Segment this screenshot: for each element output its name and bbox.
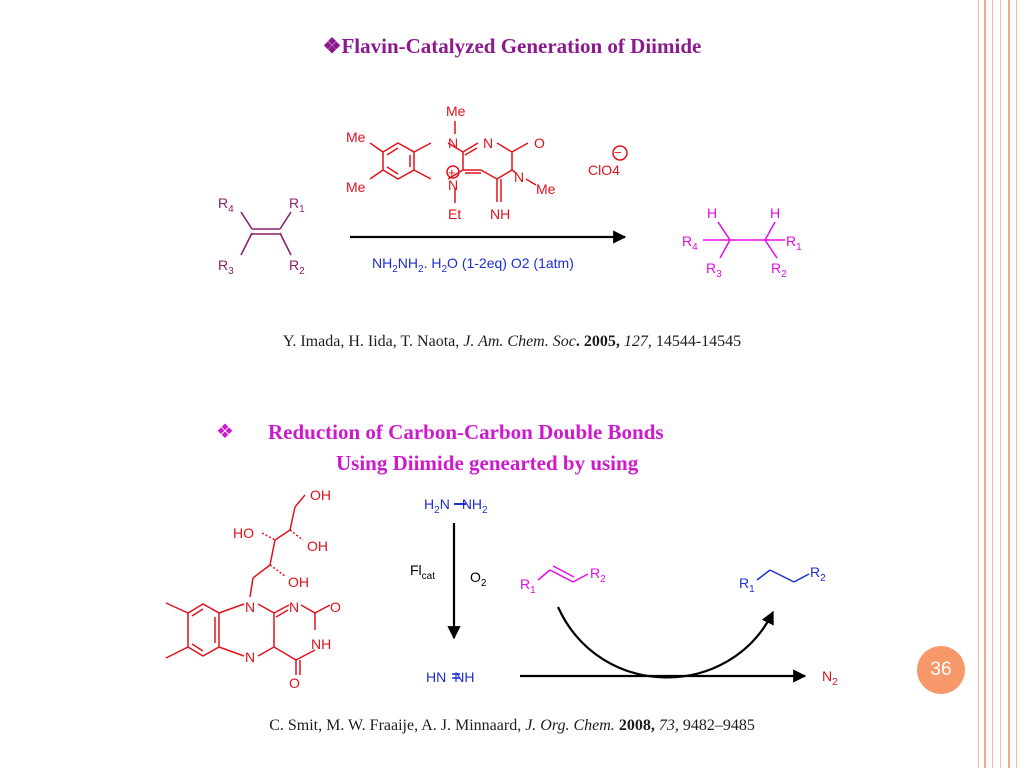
alkene-r2: R2 (590, 565, 606, 585)
catalyst-me-left1: Me (346, 129, 366, 145)
flavin-n2: N (289, 599, 299, 615)
product-r3: R3 (706, 260, 722, 280)
catalyst-n2: N (483, 135, 493, 151)
alkane-product: R1 R2 (739, 564, 826, 595)
product-r1: R1 (786, 233, 802, 253)
minus-charge-icon: − (614, 145, 622, 160)
substrate-r3: R3 (218, 257, 234, 277)
product-r2: R2 (771, 260, 787, 280)
flavin-oh1: OH (310, 487, 331, 503)
product-alkane: H H R4 R1 R3 R2 (682, 205, 802, 280)
section-heading-line1: Reduction of Carbon-Carbon Double Bonds (268, 420, 664, 444)
page-number-badge: 36 (917, 646, 965, 694)
flavin-nh: NH (311, 636, 331, 652)
catalyst-me-right: Me (536, 181, 556, 197)
flavin-o2: O (289, 675, 300, 691)
flavin-n1: N (245, 599, 255, 615)
alkane-r1: R1 (739, 575, 755, 595)
svg-text:+: + (448, 165, 456, 180)
citation-2: C. Smit, M. W. Fraaije, A. J. Minnaard, … (269, 717, 755, 734)
catalyst-o: O (534, 135, 545, 151)
counterion-label: ClO4 (588, 162, 620, 178)
catalyst-nh: NH (490, 206, 510, 222)
catalyst-me-left2: Me (346, 179, 366, 195)
catalyst-me-top: Me (446, 103, 466, 119)
flavin-ho: HO (233, 525, 254, 541)
flavin-n3: N (245, 649, 255, 665)
section-heading-line2: Using Diimide genearted by using (336, 451, 639, 475)
nitrogen-label: N2 (822, 668, 838, 688)
curved-arrow (556, 606, 774, 679)
flavin-oh2: OH (307, 538, 328, 554)
flavin-o1: O (330, 599, 341, 615)
substrate-alkene: R4 R1 R3 R2 (218, 195, 305, 277)
alkene-r1: R1 (520, 576, 536, 596)
substrate-r2: R2 (289, 257, 305, 277)
product-r4: R4 (682, 233, 698, 253)
perchlorate-counterion: − ClO4 (588, 145, 628, 178)
alkane-r2: R2 (810, 564, 826, 584)
alkene-substrate: R1 R2 (520, 565, 606, 596)
catalyst-n3: N (514, 169, 524, 185)
plus-charge-icon: + (446, 165, 460, 180)
catalyst-et: Et (448, 206, 461, 222)
product-h1: H (707, 205, 717, 221)
title-bullet-icon: ❖ (322, 34, 342, 58)
reaction-conditions: NH2NH2. H2O (1-2eq) O2 (1atm) (372, 255, 574, 275)
slide-title: ❖Flavin-Catalyzed Generation of Diimide (322, 34, 702, 58)
oxygen-label: O2 (470, 569, 487, 589)
flavin-catalyst-label: Flcat (410, 562, 435, 582)
catalyst-n5: N (448, 177, 458, 193)
catalyst-n1: N (448, 135, 458, 151)
riboflavin-structure: OH HO OH OH N N N NH O O (165, 487, 341, 691)
page-number: 36 (930, 659, 952, 680)
citation-1: Y. Imada, H. Iida, T. Naota, J. Am. Chem… (282, 333, 742, 350)
product-h2: H (770, 205, 780, 221)
section-bullet-icon: ❖ (216, 421, 234, 443)
flavin-oh3: OH (288, 574, 309, 590)
substrate-r4: R4 (218, 195, 234, 215)
substrate-r1: R1 (289, 195, 305, 215)
